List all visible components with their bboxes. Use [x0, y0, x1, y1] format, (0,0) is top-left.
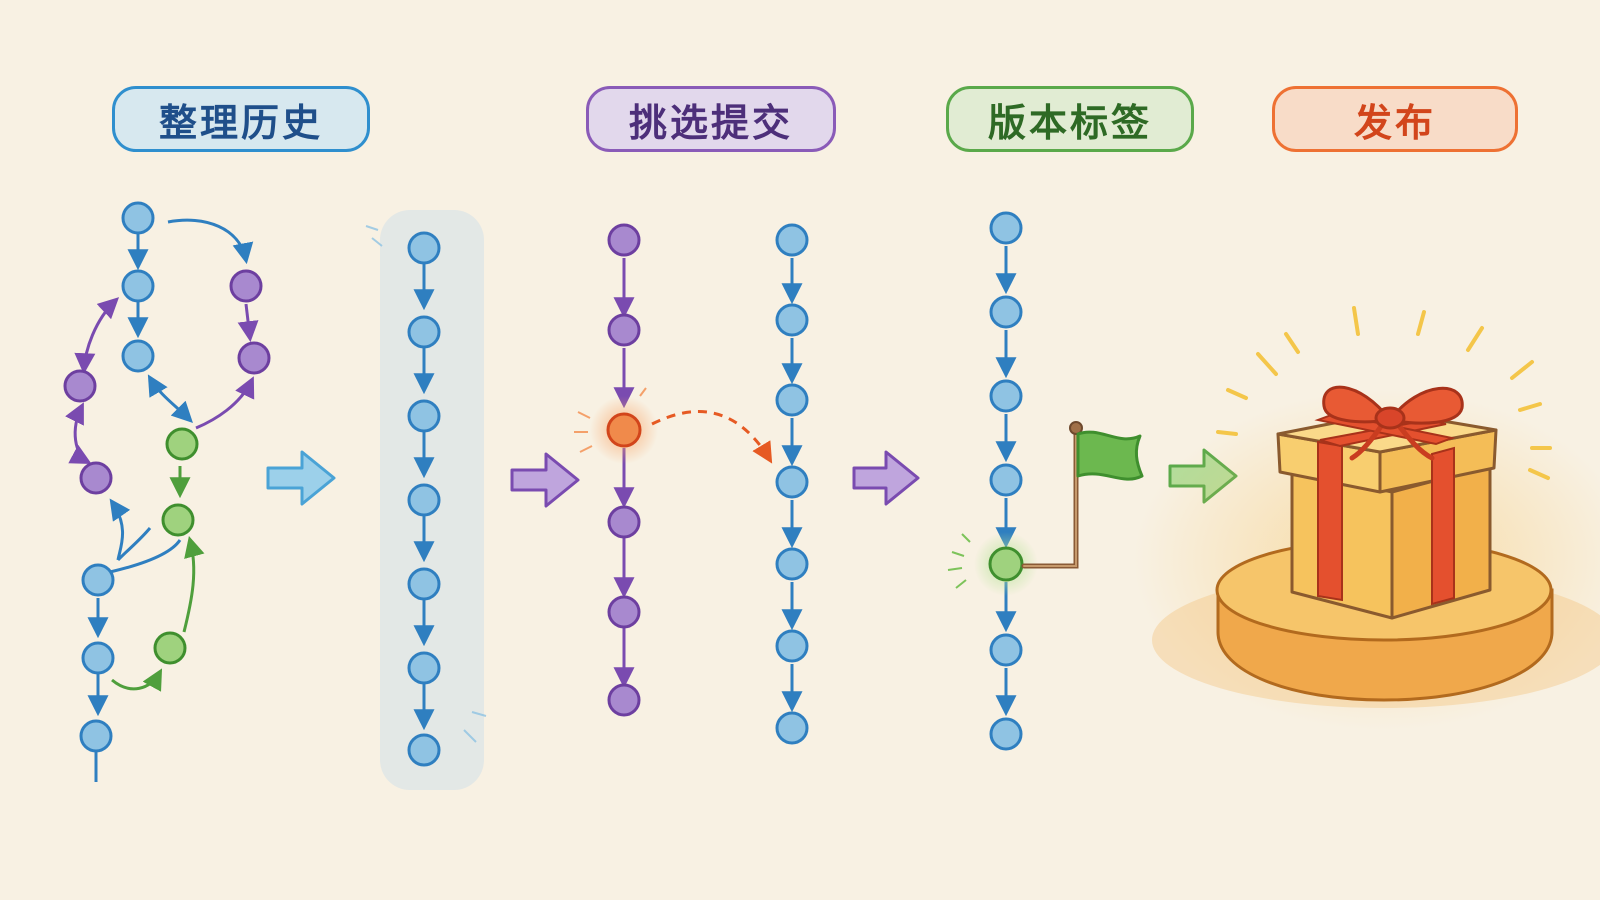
stage-label-cherry-pick: 挑选提交	[586, 86, 836, 152]
commit-node	[63, 201, 271, 753]
commit-node	[606, 223, 642, 717]
stage-label-tag: 版本标签	[946, 86, 1194, 152]
cherry-pick-graph	[574, 223, 809, 745]
gift-box-icon	[1134, 306, 1600, 730]
flag-icon	[1021, 421, 1144, 569]
stage-label-release: 发布	[1272, 86, 1518, 152]
flow-arrow-icon	[266, 450, 336, 506]
stage-label-rebase: 整理历史	[112, 86, 370, 152]
commit-node	[988, 211, 1024, 751]
commit-node	[775, 223, 809, 745]
tag-graph	[947, 211, 1144, 751]
flow-arrow-icon	[510, 452, 580, 508]
flow-arrow-icon	[852, 450, 920, 506]
messy-history-graph	[63, 201, 271, 782]
linear-history	[365, 210, 487, 790]
commit-node	[407, 231, 441, 767]
